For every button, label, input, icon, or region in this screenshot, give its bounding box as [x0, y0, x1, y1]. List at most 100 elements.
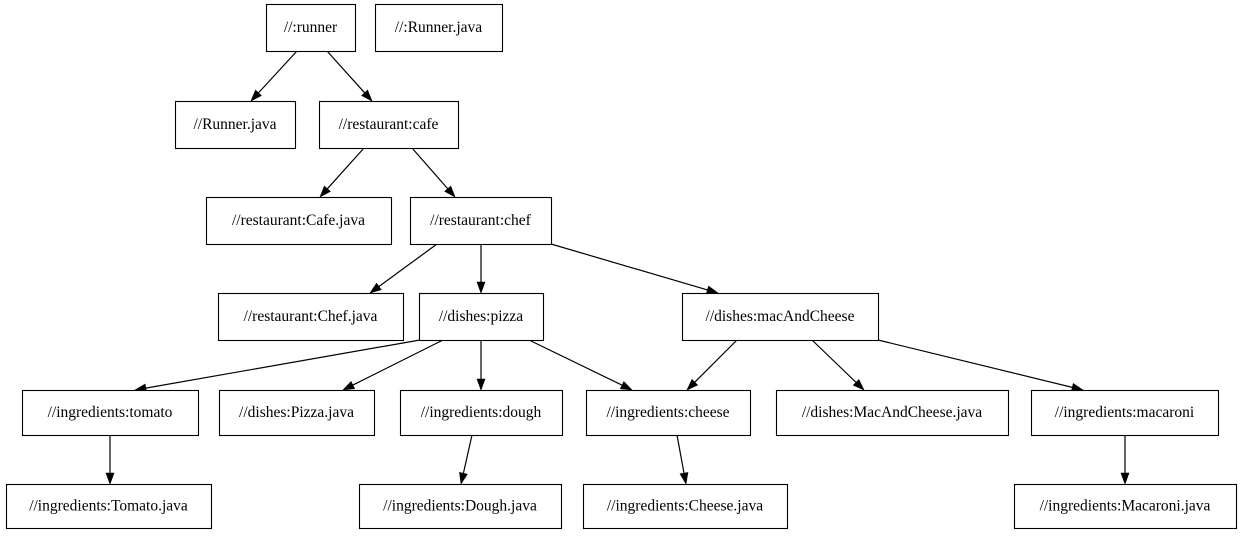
- node-dishes_pizza_java[interactable]: //dishes:Pizza.java: [218, 389, 376, 437]
- node-dishes_mac_java[interactable]: //dishes:MacAndCheese.java: [775, 389, 1010, 437]
- node-ing_dough[interactable]: //ingredients:dough: [399, 389, 564, 437]
- node-box[interactable]: [775, 389, 1010, 437]
- edge-ing_cheese-to-ing_cheese_java: [676, 434, 689, 485]
- node-box[interactable]: [582, 483, 789, 530]
- node-box[interactable]: [217, 292, 405, 342]
- arrowhead-icon: [705, 285, 719, 295]
- edge-line: [877, 339, 1073, 388]
- arrowhead-icon: [369, 282, 382, 294]
- edge-line: [326, 147, 365, 190]
- node-label: //ingredients:macaroni: [1055, 404, 1195, 421]
- arrowhead-icon: [342, 380, 356, 391]
- node-dishes_pizza[interactable]: //dishes:pizza: [418, 292, 545, 342]
- node-box[interactable]: [585, 389, 752, 437]
- node-root_runner_java[interactable]: //:Runner.java: [374, 3, 504, 53]
- node-ing_tomato_java[interactable]: //ingredients:Tomato.java: [5, 483, 213, 530]
- node-label: //:runner: [284, 19, 338, 36]
- node-restaurant_cafe_java[interactable]: //restaurant:Cafe.java: [205, 196, 393, 246]
- node-box[interactable]: [681, 292, 880, 342]
- edge-restaurant_cafe-to-restaurant_cafe_java: [319, 147, 365, 198]
- arrowhead-icon: [1120, 472, 1130, 485]
- node-box[interactable]: [418, 292, 545, 342]
- node-box[interactable]: [1013, 483, 1238, 530]
- edge-line: [326, 50, 366, 94]
- arrowhead-icon: [319, 185, 331, 198]
- node-label: //restaurant:chef: [430, 212, 532, 229]
- node-label: //:Runner.java: [395, 19, 483, 36]
- node-box[interactable]: [358, 483, 563, 530]
- edge-line: [694, 339, 738, 383]
- node-dishes_mac[interactable]: //dishes:macAndCheese: [681, 292, 880, 342]
- edge-restaurant_cafe-to-restaurant_chef: [411, 147, 456, 198]
- node-label: //Runner.java: [193, 116, 276, 133]
- node-box[interactable]: [318, 100, 460, 150]
- node-box[interactable]: [409, 196, 553, 246]
- node-box[interactable]: [374, 3, 504, 53]
- edge-line: [352, 339, 444, 386]
- edge-line: [462, 434, 473, 474]
- arrowhead-icon: [679, 472, 689, 485]
- node-box[interactable]: [265, 3, 357, 53]
- node-restaurant_cafe[interactable]: //restaurant:cafe: [318, 100, 460, 150]
- node-ing_cheese_java[interactable]: //ingredients:Cheese.java: [582, 483, 789, 530]
- arrowhead-icon: [476, 281, 486, 294]
- edge-restaurant_chef-to-dishes_pizza: [476, 244, 486, 294]
- edge-dishes_pizza-to-dishes_pizza_java: [342, 339, 444, 391]
- node-label: //restaurant:Cafe.java: [232, 212, 365, 229]
- edge-dishes_mac-to-dishes_mac_java: [811, 339, 865, 391]
- node-box[interactable]: [174, 100, 297, 150]
- edge-runner-to-restaurant_cafe: [326, 50, 373, 102]
- edge-line: [811, 339, 857, 383]
- edge-line: [676, 434, 685, 474]
- arrowhead-icon: [444, 185, 456, 198]
- node-ing_tomato[interactable]: //ingredients:tomato: [21, 389, 200, 437]
- node-box[interactable]: [399, 389, 564, 437]
- arrowhead-icon: [852, 378, 865, 391]
- edge-dishes_pizza-to-ing_dough: [476, 340, 486, 391]
- node-label: //ingredients:cheese: [606, 404, 729, 421]
- node-label: //dishes:Pizza.java: [239, 404, 354, 421]
- node-restaurant_chef[interactable]: //restaurant:chef: [409, 196, 553, 246]
- node-box[interactable]: [218, 389, 376, 437]
- node-label: //ingredients:Dough.java: [383, 498, 537, 515]
- node-ing_macaroni[interactable]: //ingredients:macaroni: [1030, 389, 1220, 437]
- node-label: //restaurant:Chef.java: [244, 308, 378, 325]
- node-box[interactable]: [205, 196, 393, 246]
- arrowhead-icon: [361, 89, 373, 102]
- edge-ing_macaroni-to-ing_macaroni_java: [1120, 435, 1130, 485]
- node-ing_macaroni_java[interactable]: //ingredients:Macaroni.java: [1013, 483, 1238, 530]
- arrowhead-icon: [476, 378, 486, 391]
- node-label: //ingredients:Macaroni.java: [1040, 498, 1211, 515]
- edge-dishes_pizza-to-ing_cheese: [528, 339, 633, 391]
- node-label: //dishes:pizza: [439, 308, 523, 325]
- node-box[interactable]: [21, 389, 200, 437]
- node-label: //restaurant:cafe: [339, 116, 439, 133]
- edge-dishes_mac-to-ing_cheese: [686, 339, 738, 391]
- edge-line: [145, 339, 421, 389]
- node-restaurant_chef_java[interactable]: //restaurant:Chef.java: [217, 292, 405, 342]
- arrowhead-icon: [105, 472, 115, 485]
- edge-dishes_pizza-to-ing_tomato: [134, 339, 421, 393]
- node-runner_java[interactable]: //Runner.java: [174, 100, 297, 150]
- node-box[interactable]: [1030, 389, 1220, 437]
- edge-line: [378, 243, 438, 287]
- arrowhead-icon: [686, 378, 699, 391]
- node-label: //ingredients:Cheese.java: [607, 498, 763, 515]
- node-ing_dough_java[interactable]: //ingredients:Dough.java: [358, 483, 563, 530]
- node-label: //dishes:macAndCheese: [706, 308, 855, 325]
- node-box[interactable]: [5, 483, 213, 530]
- node-label: //ingredients:Tomato.java: [29, 498, 188, 515]
- edge-ing_tomato-to-ing_tomato_java: [105, 435, 115, 485]
- nodes-layer: //:runner //:Runner.java //Runner.java //re…: [5, 3, 1238, 530]
- node-ing_cheese[interactable]: //ingredients:cheese: [585, 389, 752, 437]
- edge-restaurant_chef-to-restaurant_chef_java: [369, 243, 438, 294]
- arrowhead-icon: [459, 472, 468, 485]
- edge-dishes_mac-to-ing_macaroni: [877, 339, 1084, 392]
- arrowhead-icon: [619, 381, 633, 391]
- node-label: //ingredients:tomato: [48, 404, 173, 421]
- edge-runner-to-runner_java: [250, 50, 298, 102]
- node-label: //ingredients:dough: [421, 404, 542, 421]
- node-runner[interactable]: //:runner: [265, 3, 357, 53]
